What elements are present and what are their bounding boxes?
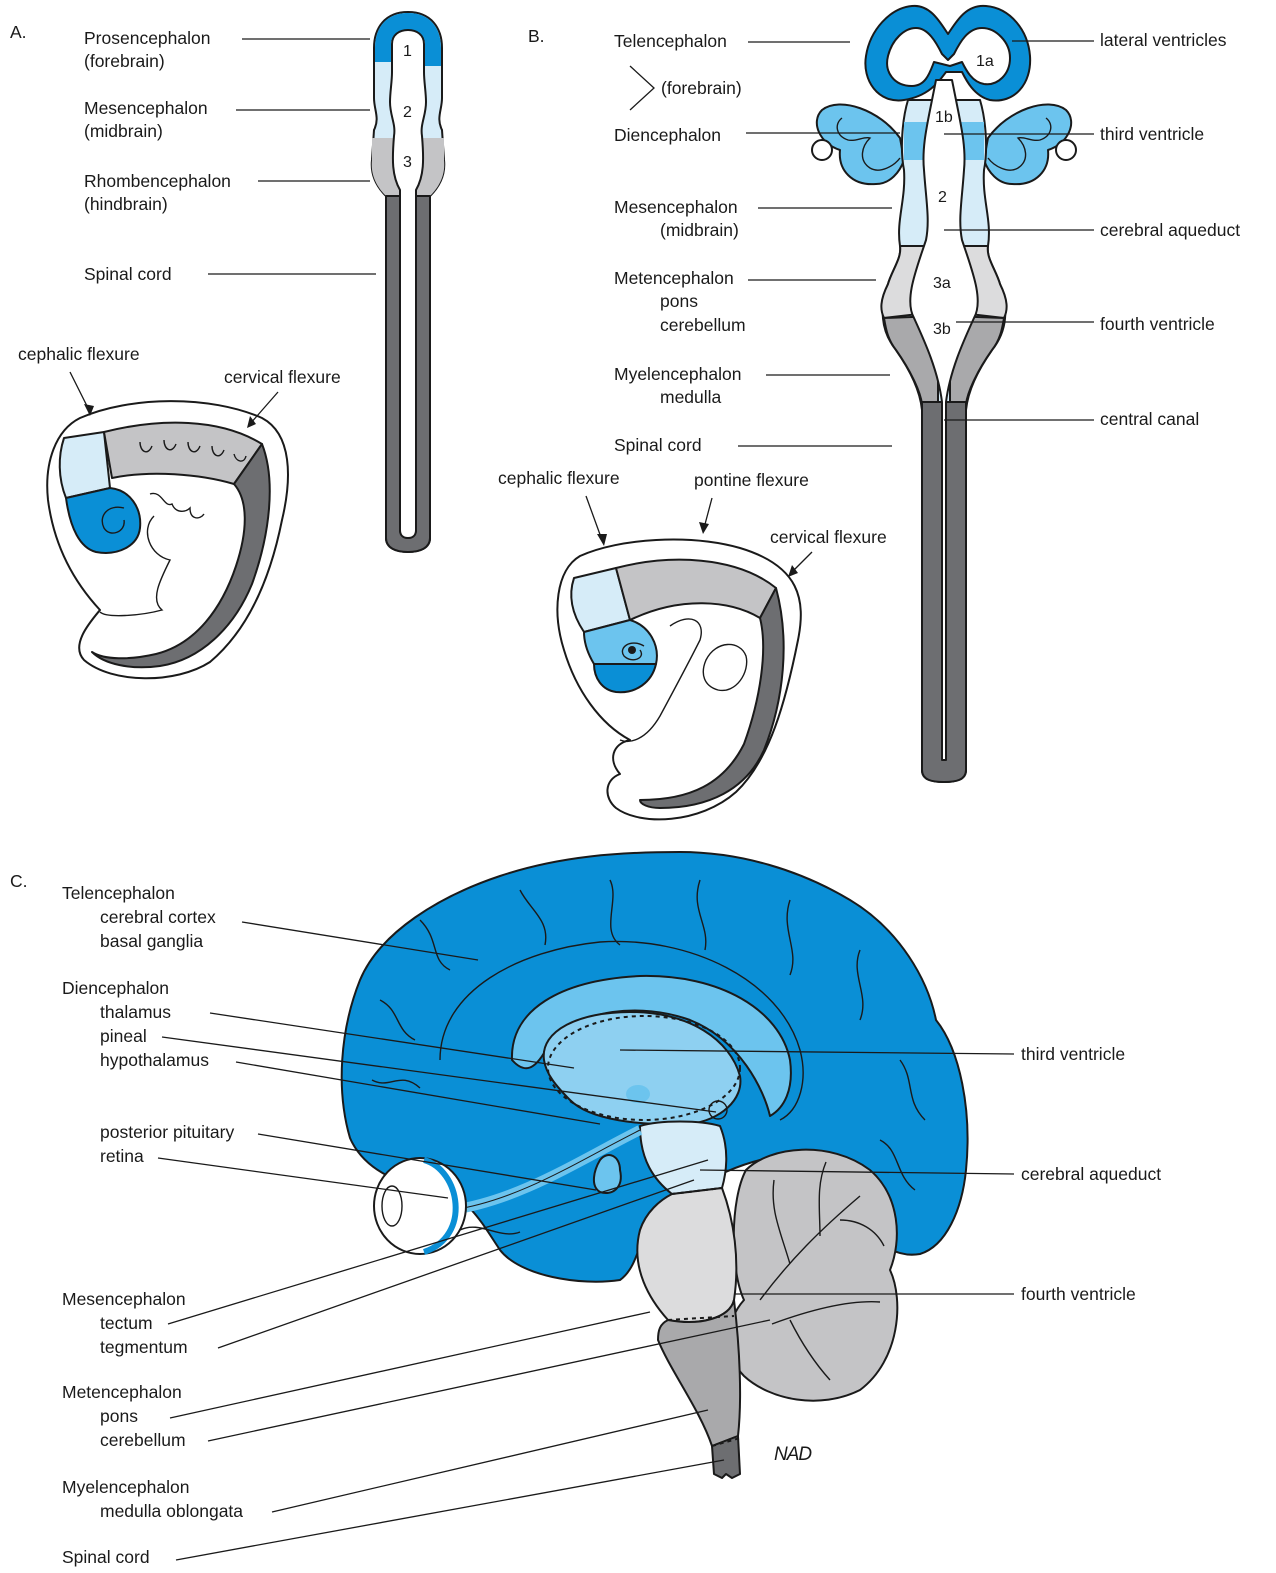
tube-a-num-1: 1 bbox=[403, 43, 412, 60]
neural-tube-b: 1a 1b 2 3a 3b bbox=[812, 6, 1076, 782]
a-label-forebrain: (forebrain) bbox=[84, 51, 165, 71]
b-label-third-ventricle: third ventricle bbox=[1100, 124, 1204, 144]
b-brace bbox=[630, 66, 654, 110]
b-label-mesencephalon: Mesencephalon bbox=[614, 197, 738, 217]
a-label-spinal-cord: Spinal cord bbox=[84, 264, 172, 284]
a-label-hindbrain: (hindbrain) bbox=[84, 194, 168, 214]
b-label-central-canal: central canal bbox=[1100, 409, 1199, 429]
tube-b-eye-right bbox=[1056, 140, 1076, 160]
c-label-metencephalon: Metencephalon bbox=[62, 1382, 182, 1402]
c-leader-pons bbox=[170, 1312, 650, 1418]
eyeball bbox=[374, 1158, 466, 1254]
embryo-b-pupil bbox=[628, 646, 636, 654]
tube-b-num-2: 2 bbox=[938, 189, 947, 206]
c-label-retina: retina bbox=[100, 1146, 144, 1166]
c-label-third-ventricle: third ventricle bbox=[1021, 1044, 1125, 1064]
b-label-spinal-cord: Spinal cord bbox=[614, 435, 702, 455]
panel-c: C. bbox=[10, 852, 1161, 1567]
c-label-pons: pons bbox=[100, 1406, 138, 1426]
medulla-oblongata bbox=[658, 1300, 740, 1446]
b-label-pons: pons bbox=[660, 291, 698, 311]
b-label-diencephalon: Diencephalon bbox=[614, 125, 721, 145]
b-label-medulla: medulla bbox=[660, 387, 722, 407]
c-label-telencephalon: Telencephalon bbox=[62, 883, 175, 903]
b-label-cerebellum: cerebellum bbox=[660, 315, 746, 335]
c-label-diencephalon: Diencephalon bbox=[62, 978, 169, 998]
c-label-cerebral-aqueduct: cerebral aqueduct bbox=[1021, 1164, 1161, 1184]
b-label-lateral-ventricles: lateral ventricles bbox=[1100, 30, 1227, 50]
embryo-a bbox=[47, 401, 288, 678]
c-label-tectum: tectum bbox=[100, 1313, 153, 1333]
c-label-tegmentum: tegmentum bbox=[100, 1337, 188, 1357]
panel-c-marker: C. bbox=[10, 871, 28, 891]
c-leader-medulla bbox=[272, 1410, 708, 1512]
b-label-myelencephalon: Myelencephalon bbox=[614, 364, 741, 384]
c-label-mesencephalon: Mesencephalon bbox=[62, 1289, 186, 1309]
a-label-cephalic-flexure: cephalic flexure bbox=[18, 344, 140, 364]
tube-a-num-2: 2 bbox=[403, 104, 412, 121]
artist-signature: NAD bbox=[774, 1444, 812, 1465]
neural-tube-a: 1 2 3 bbox=[372, 12, 445, 552]
b-label-forebrain: (forebrain) bbox=[661, 78, 742, 98]
c-label-myelencephalon: Myelencephalon bbox=[62, 1477, 189, 1497]
b-label-telencephalon: Telencephalon bbox=[614, 31, 727, 51]
a-label-prosencephalon: Prosencephalon bbox=[84, 28, 210, 48]
pons bbox=[637, 1188, 736, 1322]
c-leader-cord bbox=[176, 1460, 724, 1560]
b-arrowhead-pontine bbox=[699, 522, 709, 534]
b-arrow-cephalic bbox=[586, 496, 602, 540]
c-label-medulla: medulla oblongata bbox=[100, 1501, 243, 1521]
b-label-midbrain: (midbrain) bbox=[660, 220, 739, 240]
c-label-cerebral-cortex: cerebral cortex bbox=[100, 907, 216, 927]
adult-brain: NAD bbox=[342, 852, 968, 1478]
cerebellum bbox=[729, 1150, 897, 1401]
b-label-fourth-ventricle: fourth ventricle bbox=[1100, 314, 1215, 334]
tube-b-num-1a: 1a bbox=[976, 53, 994, 70]
panel-a-marker: A. bbox=[10, 22, 27, 42]
b-label-metencephalon: Metencephalon bbox=[614, 268, 734, 288]
c-label-pineal: pineal bbox=[100, 1026, 147, 1046]
a-label-cervical-flexure: cervical flexure bbox=[224, 367, 341, 387]
c-label-basal-ganglia: basal ganglia bbox=[100, 931, 203, 951]
b-label-cerebral-aqueduct: cerebral aqueduct bbox=[1100, 220, 1240, 240]
b-label-pontine-flexure: pontine flexure bbox=[694, 470, 809, 490]
panel-a: A. 1 2 3 Prosencephalon (forebrain) Mese… bbox=[10, 12, 444, 678]
a-label-mesencephalon: Mesencephalon bbox=[84, 98, 208, 118]
tube-b-num-3a: 3a bbox=[933, 275, 951, 292]
c-label-thalamus: thalamus bbox=[100, 1002, 171, 1022]
tube-a-num-3: 3 bbox=[403, 154, 412, 171]
c-label-cerebellum: cerebellum bbox=[100, 1430, 186, 1450]
b-arrowhead-cephalic bbox=[597, 534, 607, 546]
a-label-rhombencephalon: Rhombencephalon bbox=[84, 171, 231, 191]
c-label-posterior-pituitary: posterior pituitary bbox=[100, 1122, 234, 1142]
c-label-fourth-ventricle: fourth ventricle bbox=[1021, 1284, 1136, 1304]
a-label-midbrain: (midbrain) bbox=[84, 121, 163, 141]
b-label-cephalic-flexure: cephalic flexure bbox=[498, 468, 620, 488]
tube-b-num-3b: 3b bbox=[933, 321, 951, 338]
embryo-b bbox=[557, 540, 800, 820]
b-label-cervical-flexure: cervical flexure bbox=[770, 527, 887, 547]
embryo-a-midbrain bbox=[60, 432, 110, 498]
tube-b-num-1b: 1b bbox=[935, 109, 953, 126]
panel-b-marker: B. bbox=[528, 26, 545, 46]
c-label-spinal-cord: Spinal cord bbox=[62, 1547, 150, 1567]
c-label-hypothalamus: hypothalamus bbox=[100, 1050, 209, 1070]
panel-b: B. 1a 1b 2 bbox=[498, 6, 1240, 820]
tube-b-eye-left bbox=[812, 140, 832, 160]
embryo-a-hindbrain bbox=[104, 423, 262, 484]
